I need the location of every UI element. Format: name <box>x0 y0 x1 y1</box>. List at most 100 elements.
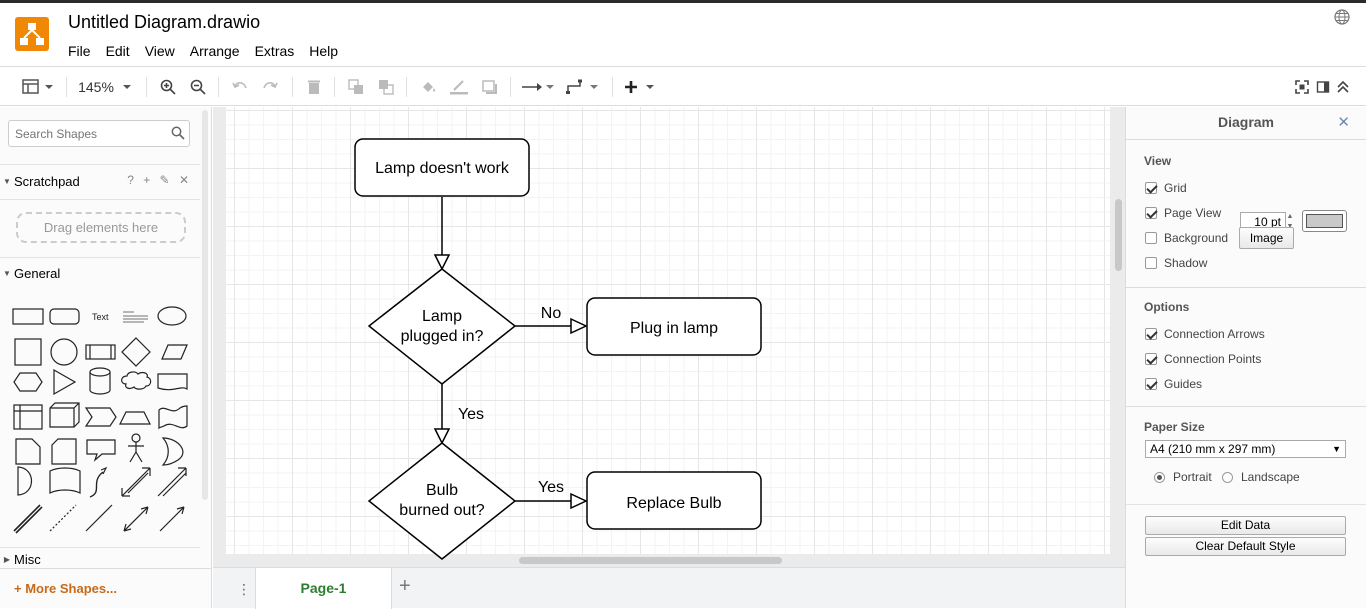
format-panel-toggle-button[interactable] <box>20 74 56 100</box>
guides-label: Guides <box>1164 377 1203 391</box>
paper-size-value: A4 (210 mm x 297 mm) <box>1150 442 1276 456</box>
pages-menu-icon[interactable]: ⋮ <box>237 581 251 597</box>
landscape-radio[interactable] <box>1222 471 1233 483</box>
search-icon[interactable] <box>171 126 185 145</box>
collapse-icon[interactable] <box>1334 74 1352 100</box>
language-globe-icon[interactable] <box>1334 9 1350 25</box>
sidebar-scrollbar[interactable] <box>202 110 208 500</box>
rounded-rectangle-shape <box>49 308 80 325</box>
clear-default-style-button[interactable]: Clear Default Style <box>1145 537 1346 556</box>
node-start-label[interactable]: Lamp doesn't work <box>375 160 510 177</box>
portrait-radio[interactable] <box>1154 471 1165 483</box>
shadow-checkbox-row[interactable]: Shadow <box>1145 256 1207 270</box>
misc-label: Misc <box>14 551 41 567</box>
process-shape <box>85 344 116 360</box>
node-a2 <box>586 471 762 530</box>
menu-extras[interactable]: Extras <box>254 43 295 59</box>
to-back-icon[interactable] <box>376 74 396 100</box>
menu-view[interactable]: View <box>144 43 175 59</box>
square-shape <box>14 338 42 366</box>
edge-no-label[interactable]: No <box>541 305 562 322</box>
fullscreen-icon[interactable] <box>1293 74 1311 100</box>
general-header[interactable]: ▼ General <box>0 262 200 284</box>
svg-text:Text: Text <box>92 312 109 322</box>
edge-yes2-label[interactable]: Yes <box>538 479 564 496</box>
arrowhead <box>433 254 451 271</box>
general-shape-palette[interactable]: Text <box>10 302 195 542</box>
node-q2-label-2[interactable]: burned out? <box>399 502 485 519</box>
chevron-right-icon: ▶ <box>3 554 11 564</box>
page-tab-1[interactable]: Page-1 <box>255 568 392 609</box>
portrait-radio-row[interactable]: Portrait <box>1154 470 1212 484</box>
connection-points-row[interactable]: Connection Points <box>1145 352 1261 366</box>
portrait-label: Portrait <box>1173 470 1212 484</box>
canvas-horizontal-scrollbar[interactable] <box>519 557 782 564</box>
background-checkbox-row[interactable]: Background <box>1145 231 1228 245</box>
document-shape <box>157 373 188 391</box>
grid-checkbox[interactable] <box>1145 182 1157 194</box>
close-icon[interactable]: ✕ <box>1337 114 1350 131</box>
insert-dropdown[interactable] <box>622 74 658 100</box>
node-q2 <box>367 442 517 560</box>
guides-row[interactable]: Guides <box>1145 377 1202 391</box>
page-view-checkbox-row[interactable]: Page View <box>1145 206 1221 220</box>
diagram-canvas[interactable]: Lamp doesn't work Lamp plugged in? Plug … <box>213 107 1125 567</box>
line-color-icon[interactable] <box>448 74 470 100</box>
waypoints-dropdown[interactable] <box>564 74 602 100</box>
more-shapes-button[interactable]: + More Shapes... <box>0 568 211 608</box>
menu-edit[interactable]: Edit <box>105 43 130 59</box>
menu-help[interactable]: Help <box>309 43 339 59</box>
connection-style-dropdown[interactable] <box>520 74 558 100</box>
grid-size-stepper[interactable]: ▲▼ <box>1286 213 1294 230</box>
undo-icon[interactable] <box>230 74 250 100</box>
guides-checkbox[interactable] <box>1145 378 1157 390</box>
scratchpad-actions[interactable]: ? + ✎ ✕ <box>127 173 192 187</box>
zoom-in-icon[interactable] <box>158 74 178 100</box>
fill-color-icon[interactable] <box>418 74 440 100</box>
grid-color-button[interactable] <box>1302 210 1347 232</box>
to-front-icon[interactable] <box>346 74 366 100</box>
landscape-label: Landscape <box>1241 470 1300 484</box>
scratchpad-dropzone[interactable]: Drag elements here <box>16 212 186 243</box>
node-a2-label[interactable]: Replace Bulb <box>626 495 721 512</box>
menubar: File Edit View Arrange Extras Help <box>68 43 353 59</box>
shadow-icon[interactable] <box>480 74 500 100</box>
edit-data-button[interactable]: Edit Data <box>1145 516 1346 535</box>
connection-points-checkbox[interactable] <box>1145 353 1157 365</box>
arrowhead <box>570 492 588 510</box>
background-image-button[interactable]: Image <box>1239 227 1294 249</box>
delete-icon[interactable] <box>304 74 324 100</box>
format-toggle-icon[interactable] <box>1314 74 1332 100</box>
connection-arrows-checkbox[interactable] <box>1145 328 1157 340</box>
menu-file[interactable]: File <box>68 43 91 59</box>
misc-header[interactable]: ▶ Misc <box>0 548 200 570</box>
shadow-checkbox[interactable] <box>1145 257 1157 269</box>
background-checkbox[interactable] <box>1145 232 1157 244</box>
redo-icon[interactable] <box>260 74 280 100</box>
grid-checkbox-row[interactable]: Grid <box>1145 181 1187 195</box>
ellipse-shape <box>157 306 187 326</box>
search-shapes-input[interactable] <box>9 121 159 146</box>
node-a1-label[interactable]: Plug in lamp <box>630 320 718 337</box>
node-q2-label-1[interactable]: Bulb <box>426 482 458 499</box>
scratchpad-label: Scratchpad <box>14 173 80 189</box>
landscape-radio-row[interactable]: Landscape <box>1222 470 1300 484</box>
zoom-dropdown[interactable]: 145% <box>76 74 136 100</box>
page-view-checkbox[interactable] <box>1145 207 1157 219</box>
node-q1-label-2[interactable]: plugged in? <box>401 328 484 345</box>
menu-arrange[interactable]: Arrange <box>189 43 240 59</box>
scratchpad-header[interactable]: ▼ Scratchpad ? + ✎ ✕ <box>0 170 200 192</box>
add-page-icon[interactable]: + <box>399 575 411 597</box>
edge-yes1-label[interactable]: Yes <box>458 406 484 423</box>
zoom-out-icon[interactable] <box>188 74 208 100</box>
view-section: View Grid 10 pt ▲▼ Page View Background … <box>1126 140 1366 288</box>
connection-arrows-row[interactable]: Connection Arrows <box>1145 327 1265 341</box>
drawio-logo-icon <box>15 17 49 51</box>
node-q1-label-1[interactable]: Lamp <box>422 308 462 325</box>
paper-size-select[interactable]: A4 (210 mm x 297 mm) ▼ <box>1145 440 1346 458</box>
document-title[interactable]: Untitled Diagram.drawio <box>68 12 261 32</box>
rectangle-shape <box>12 308 44 325</box>
connection-points-label: Connection Points <box>1164 352 1262 366</box>
view-section-title: View <box>1144 154 1172 168</box>
canvas-vertical-scrollbar[interactable] <box>1115 199 1122 271</box>
